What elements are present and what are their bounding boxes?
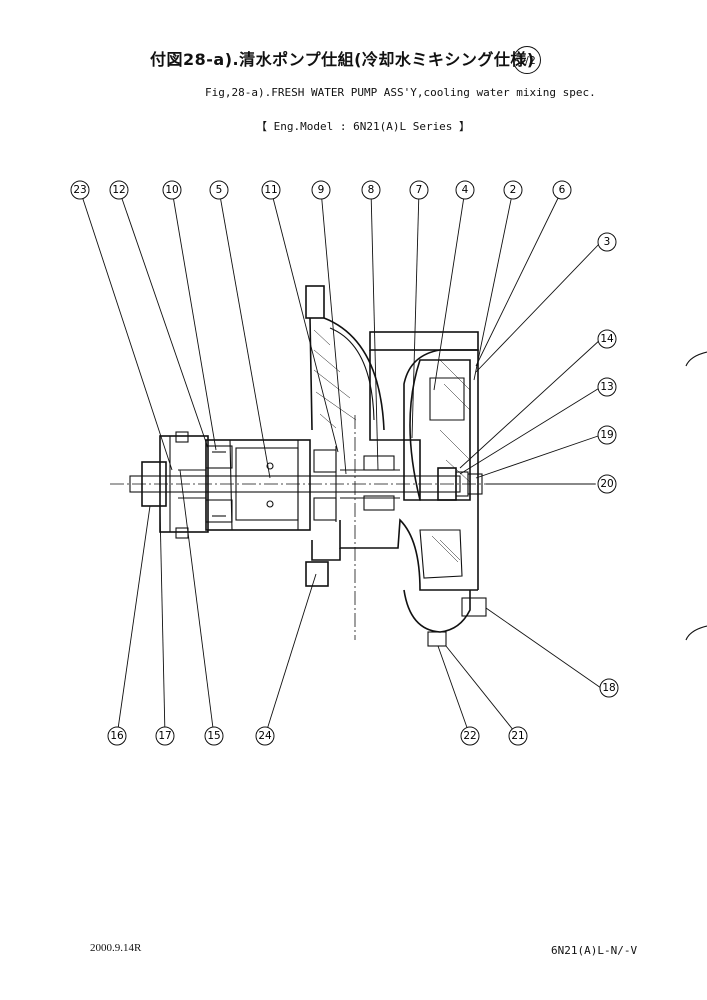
callout-5: 5	[209, 180, 229, 200]
callout-17: 17	[155, 726, 175, 746]
figure-title-jp: 付図28-a).清水ポンプ仕組(冷却水ミキシング仕様)	[150, 50, 535, 69]
binder-hole-mark-lower	[685, 625, 707, 641]
callout-2: 2	[503, 180, 523, 200]
upper-flange	[305, 285, 385, 431]
drive-hub	[141, 431, 209, 539]
binder-hole-mark-upper	[685, 351, 707, 367]
pump-casing	[339, 331, 479, 591]
callout-24-label: 24	[258, 730, 272, 742]
callout-24: 24	[255, 726, 275, 746]
callout-23-label: 23	[73, 184, 86, 196]
callout-8-label: 8	[368, 184, 375, 196]
leader-lines	[79, 189, 602, 737]
callout-15: 15	[204, 726, 224, 746]
callout-20: 20	[597, 474, 617, 494]
drain-outlet	[403, 589, 487, 647]
lower-flange	[305, 540, 341, 587]
callout-3: 3	[597, 232, 617, 252]
callout-4-label: 4	[462, 184, 469, 196]
callout-15-label: 15	[207, 730, 220, 742]
callout-20-label: 20	[600, 478, 613, 490]
pump-shaft	[129, 475, 461, 493]
callout-7-label: 7	[416, 184, 423, 196]
callout-19: 19	[597, 425, 617, 445]
callout-21-label: 21	[511, 730, 524, 742]
callout-16-label: 16	[110, 730, 124, 742]
callout-21: 21	[508, 726, 528, 746]
callout-13-label: 13	[600, 381, 613, 393]
callout-4: 4	[455, 180, 475, 200]
callout-5-label: 5	[216, 184, 223, 196]
page-indicator: 1/2	[513, 46, 541, 74]
callout-9: 9	[311, 180, 331, 200]
engine-model-label: 【 Eng.Model : 6N21(A)L Series 】	[256, 120, 471, 133]
callout-8: 8	[361, 180, 381, 200]
callout-14: 14	[597, 329, 617, 349]
callout-14-label: 14	[600, 333, 614, 345]
callout-13: 13	[597, 377, 617, 397]
callout-18-label: 18	[602, 682, 615, 694]
callout-11: 11	[261, 180, 281, 200]
callout-22-label: 22	[463, 730, 476, 742]
callout-23: 23	[70, 180, 90, 200]
callout-16: 16	[107, 726, 127, 746]
callout-7: 7	[409, 180, 429, 200]
callout-12: 12	[109, 180, 129, 200]
impeller	[340, 439, 421, 511]
callout-19-label: 19	[600, 429, 613, 441]
callout-6-label: 6	[559, 184, 566, 196]
figure-title-en: Fig,28-a).FRESH WATER PUMP ASS'Y,cooling…	[205, 86, 596, 99]
callout-10-label: 10	[165, 184, 178, 196]
shaft-end-nut	[437, 467, 483, 501]
callout-6: 6	[552, 180, 572, 200]
callout-18: 18	[599, 678, 619, 698]
revision-date: 2000.9.14R	[90, 942, 142, 954]
document-code: 6N21(A)L-N/-V	[551, 944, 638, 957]
callout-22: 22	[460, 726, 480, 746]
callout-2-label: 2	[510, 184, 517, 196]
bearing-housing	[205, 439, 337, 531]
callout-11-label: 11	[264, 184, 277, 196]
callout-12-label: 12	[112, 184, 125, 196]
callout-17-label: 17	[158, 730, 171, 742]
callout-9-label: 9	[318, 184, 325, 196]
callout-10: 10	[162, 180, 182, 200]
callout-3-label: 3	[604, 236, 611, 248]
